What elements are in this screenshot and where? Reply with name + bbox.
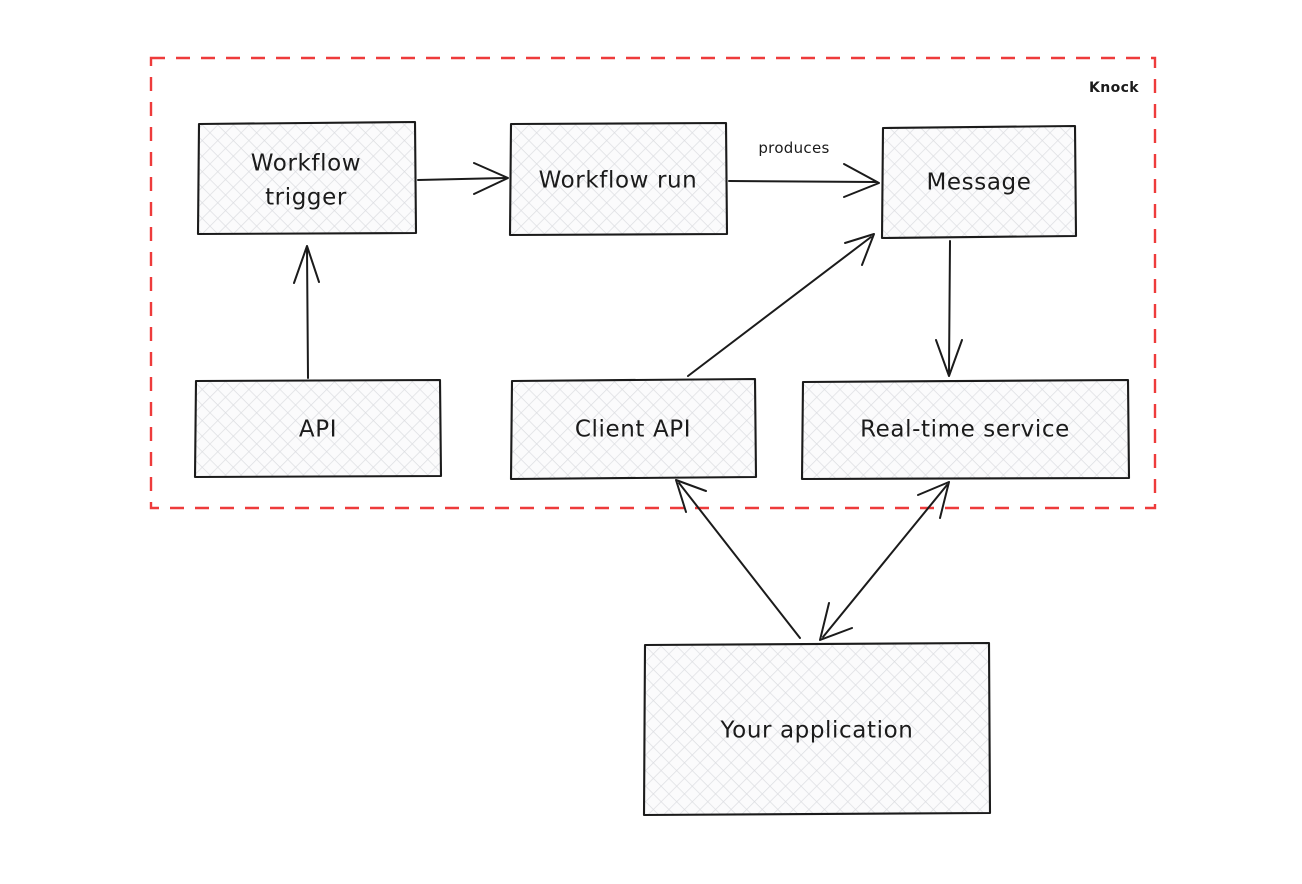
node-box-client-api — [509, 377, 758, 481]
edge-trigger-to-run — [417, 162, 509, 195]
node-label-your-application: Your application — [720, 718, 914, 744]
node-label-workflow-trigger-line1: Workflow — [251, 151, 361, 177]
node-workflow-trigger[interactable]: Workflow trigger — [196, 120, 418, 236]
group-label-knock: Knock — [1089, 80, 1139, 96]
node-label-api: API — [299, 417, 337, 443]
edge-label-produces: produces — [758, 139, 829, 157]
node-real-time-service[interactable]: Real-time service — [800, 378, 1131, 481]
edge-realtime-to-app — [819, 481, 950, 641]
node-label-real-time-service: Real-time service — [860, 417, 1070, 443]
edge-run-to-message: produces — [728, 139, 880, 198]
node-box-message — [880, 124, 1078, 240]
node-api[interactable]: API — [193, 378, 443, 479]
node-label-client-api: Client API — [575, 417, 691, 443]
node-message[interactable]: Message — [880, 124, 1078, 240]
node-box-your-application — [642, 641, 992, 817]
node-label-workflow-run: Workflow run — [539, 168, 698, 194]
node-box-real-time-service — [800, 378, 1131, 481]
edge-client-to-message — [687, 233, 875, 377]
node-client-api[interactable]: Client API — [509, 377, 758, 481]
node-label-message: Message — [926, 170, 1031, 196]
node-label-workflow-trigger-line2: trigger — [265, 185, 347, 211]
edge-api-to-trigger — [293, 245, 320, 379]
node-box-workflow-trigger — [196, 120, 418, 236]
group-frame-knock — [149, 56, 1157, 510]
edge-app-to-client — [675, 479, 801, 639]
node-your-application[interactable]: Your application — [642, 641, 992, 817]
node-box-workflow-run — [508, 121, 729, 237]
node-box-api — [193, 378, 443, 479]
edge-message-to-realtime — [935, 240, 963, 377]
node-workflow-run[interactable]: Workflow run — [508, 121, 729, 237]
